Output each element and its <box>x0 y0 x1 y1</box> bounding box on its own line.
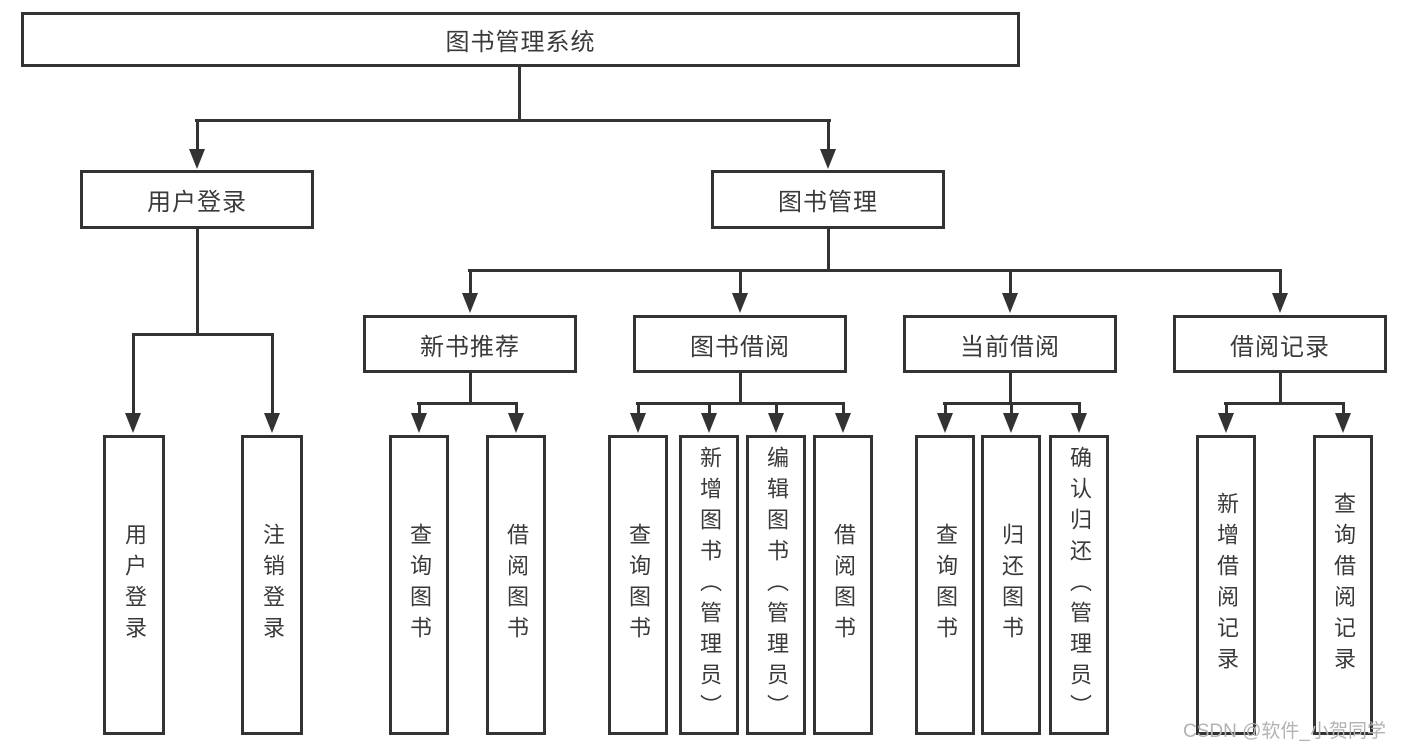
connector-line <box>515 404 518 415</box>
arrowhead-down-icon <box>835 413 851 433</box>
connector-line <box>775 404 778 415</box>
connector-line <box>827 121 830 151</box>
arrowhead-down-icon <box>732 293 748 313</box>
arrowhead-down-icon <box>1003 413 1019 433</box>
leaf-query-books-current: 查询图书 <box>915 435 975 735</box>
node-user-login: 用户登录 <box>80 170 314 229</box>
leaf-label: 用户登录 <box>122 523 147 647</box>
connector-line <box>1225 404 1228 415</box>
leaf-label: 注销登录 <box>260 523 285 647</box>
arrowhead-down-icon <box>1218 413 1234 433</box>
connector-line <box>1279 271 1282 295</box>
connector-line <box>132 335 135 415</box>
node-borrowing-records: 借阅记录 <box>1173 315 1387 373</box>
arrowhead-down-icon <box>125 413 141 433</box>
node-new-book-recommendation: 新书推荐 <box>363 315 577 373</box>
leaf-user-login: 用户登录 <box>103 435 165 735</box>
arrowhead-down-icon <box>508 413 524 433</box>
leaf-return-books: 归还图书 <box>981 435 1041 735</box>
arrowhead-down-icon <box>1335 413 1351 433</box>
connector-line <box>708 404 711 415</box>
connector-line <box>944 404 947 415</box>
arrowhead-down-icon <box>1002 293 1018 313</box>
connector-line <box>132 333 274 336</box>
leaf-label: 借阅图书 <box>831 523 856 647</box>
connector-line <box>943 402 1081 405</box>
leaf-label: 查询图书 <box>407 523 432 647</box>
connector-line <box>518 65 521 121</box>
leaf-label: 查询图书 <box>933 523 958 647</box>
leaf-query-books-borrowing: 查询图书 <box>608 435 668 735</box>
leaf-confirm-return-admin: 确认归还（管理员） <box>1049 435 1109 735</box>
leaf-label: 确认归还（管理员） <box>1067 445 1092 725</box>
connector-line <box>842 404 845 415</box>
node-library-management-system: 图书管理系统 <box>21 12 1020 67</box>
connector-line <box>418 404 421 415</box>
leaf-label: 新增图书（管理员） <box>697 445 722 725</box>
leaf-add-borrow-record: 新增借阅记录 <box>1196 435 1256 735</box>
arrowhead-down-icon <box>937 413 953 433</box>
leaf-borrow-books-recommend: 借阅图书 <box>486 435 546 735</box>
connector-line <box>469 271 472 295</box>
connector-line <box>196 229 199 336</box>
leaf-add-book-admin: 新增图书（管理员） <box>679 435 739 735</box>
connector-line <box>271 335 274 415</box>
leaf-label: 编辑图书（管理员） <box>764 445 789 725</box>
leaf-label: 查询图书 <box>626 523 651 647</box>
connector-line <box>1009 271 1012 295</box>
csdn-watermark: CSDN @软件_小贺同学 <box>1183 721 1386 742</box>
arrowhead-down-icon <box>820 149 836 169</box>
arrowhead-down-icon <box>189 149 205 169</box>
connector-line <box>637 404 640 415</box>
node-book-management: 图书管理 <box>711 170 945 229</box>
leaf-label: 归还图书 <box>999 523 1024 647</box>
connector-line <box>636 402 845 405</box>
leaf-label: 查询借阅记录 <box>1331 492 1356 678</box>
connector-line <box>827 229 830 272</box>
connector-line <box>196 121 199 151</box>
leaf-logout: 注销登录 <box>241 435 303 735</box>
connector-line <box>1010 404 1013 415</box>
arrowhead-down-icon <box>630 413 646 433</box>
arrowhead-down-icon <box>1272 293 1288 313</box>
connector-line <box>469 373 472 405</box>
arrowhead-down-icon <box>462 293 478 313</box>
leaf-query-borrow-record: 查询借阅记录 <box>1313 435 1373 735</box>
node-current-borrowing: 当前借阅 <box>903 315 1117 373</box>
connector-line <box>739 271 742 295</box>
leaf-label: 新增借阅记录 <box>1214 492 1239 678</box>
arrowhead-down-icon <box>768 413 784 433</box>
connector-line <box>1009 373 1012 405</box>
connector-line <box>1279 373 1282 405</box>
node-book-borrowing: 图书借阅 <box>633 315 847 373</box>
connector-line <box>1342 404 1345 415</box>
connector-line <box>468 269 1282 272</box>
connector-line <box>1224 402 1345 405</box>
connector-line <box>1078 404 1081 415</box>
connector-line <box>739 373 742 405</box>
arrowhead-down-icon <box>411 413 427 433</box>
connector-line <box>417 402 518 405</box>
arrowhead-down-icon <box>701 413 717 433</box>
connector-line <box>195 119 831 122</box>
arrowhead-down-icon <box>1071 413 1087 433</box>
arrowhead-down-icon <box>264 413 280 433</box>
leaf-edit-book-admin: 编辑图书（管理员） <box>746 435 806 735</box>
leaf-borrow-books-borrowing: 借阅图书 <box>813 435 873 735</box>
leaf-query-books-recommend: 查询图书 <box>389 435 449 735</box>
leaf-label: 借阅图书 <box>504 523 529 647</box>
